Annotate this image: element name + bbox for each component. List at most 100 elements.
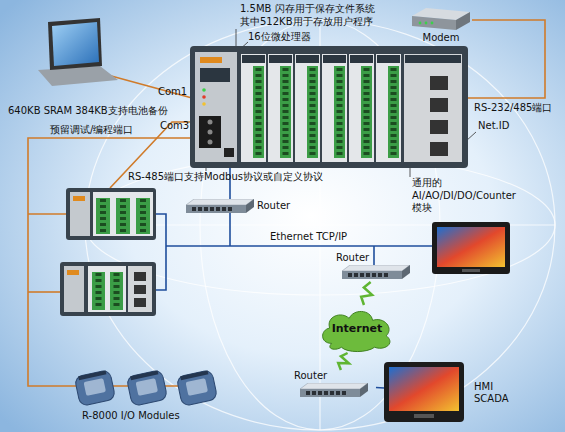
controller-rack (208, 140, 213, 145)
controller-rack (242, 55, 265, 63)
modem-icon (456, 12, 470, 30)
router-port (360, 273, 364, 277)
serial-wire (104, 74, 192, 98)
controller-rack (253, 66, 264, 158)
io-module (176, 370, 217, 407)
controller-rack (430, 120, 448, 134)
io-module (130, 370, 158, 380)
controller-rack (377, 55, 400, 63)
ethernet-wire (166, 245, 432, 247)
ethernet-wire (373, 246, 375, 266)
callout-text: 预留调试/编程端口 (50, 124, 133, 137)
router-icon (186, 199, 254, 214)
hmi-terminal: HMISCADA (384, 360, 554, 426)
controller-rack (202, 88, 206, 92)
router-port (192, 207, 196, 211)
controller-rack (199, 116, 221, 148)
router-port (216, 207, 220, 211)
node-label: Router (257, 200, 290, 212)
callout-text: R-8000 I/O Modules (82, 410, 180, 423)
hmi-screen (414, 414, 434, 418)
io-module (74, 370, 115, 407)
controller-rack (376, 54, 401, 162)
io-module (74, 370, 115, 407)
controller-rack (269, 55, 292, 63)
cloud-shape (323, 311, 390, 351)
touch-panel (437, 227, 505, 267)
node-label: Router (294, 370, 327, 382)
text-box: HMISCADA (474, 381, 509, 405)
controller-rack (361, 66, 372, 158)
serial-wire (28, 213, 66, 215)
controller-small (60, 262, 156, 316)
controller-small (96, 198, 110, 234)
router-port (222, 207, 226, 211)
serial-wire (468, 20, 545, 98)
router-port (348, 273, 352, 277)
controller-rack (350, 55, 373, 63)
laptop (48, 18, 102, 70)
controller-rack (190, 46, 468, 168)
router-port (204, 207, 208, 211)
router-icon (300, 383, 368, 389)
callout-text: RS-485端口支持Modbus协议或自定义协议 (128, 171, 323, 184)
node-label: SCADA (474, 393, 509, 405)
router-port (342, 391, 346, 395)
router-device: Router (336, 252, 414, 282)
controller-small (96, 273, 102, 309)
text-box: Router (257, 200, 290, 212)
router-port (384, 273, 388, 277)
router-port (228, 207, 232, 211)
controller-rack (200, 57, 222, 63)
controller-small (116, 198, 130, 234)
router-port (372, 273, 376, 277)
io-module (84, 378, 106, 396)
router-icon (186, 205, 246, 213)
io-module (126, 370, 167, 407)
controller-rack (405, 55, 461, 63)
io-module (180, 370, 208, 380)
hmi-screen (384, 362, 464, 424)
node-label: Internet (332, 322, 383, 335)
controller-small (120, 199, 126, 233)
controller-rack (190, 46, 468, 168)
network-link (376, 387, 384, 389)
callout-text: 1.5MB 闪存用于保存文件系统 (240, 3, 375, 16)
router-port (306, 391, 310, 395)
controller-rack (202, 102, 206, 106)
modem-light (431, 22, 434, 25)
network-link (361, 282, 372, 305)
callout-text: Com3 (160, 120, 189, 133)
io-module (74, 370, 217, 407)
router-device: Router (294, 370, 376, 400)
node-label: Modem (423, 32, 460, 44)
controller-rack (323, 55, 346, 63)
callout-text: 其中512KB用于存放用户程序 (240, 16, 373, 29)
callout-text: Ethernet TCP/IP (270, 231, 347, 244)
text-box: Modem (423, 32, 460, 44)
hmi-screen (384, 362, 464, 422)
router-icon (342, 265, 410, 271)
controller-rack (404, 54, 462, 162)
io-module (176, 370, 217, 407)
controller-rack (337, 68, 343, 156)
controller-small (140, 199, 146, 233)
router-icon (402, 265, 410, 279)
controller-rack (364, 68, 370, 156)
controller-small (67, 270, 79, 275)
controller-rack (430, 98, 448, 112)
controller-rack (307, 66, 318, 158)
router-port (336, 391, 340, 395)
controller-rack (280, 66, 291, 158)
modem-icon (412, 16, 456, 30)
controller-rack (195, 52, 237, 162)
router-port (324, 391, 328, 395)
router-port (318, 391, 322, 395)
callout-text: Net.ID (478, 120, 509, 133)
modem-icon (410, 6, 472, 32)
io-module (126, 370, 167, 407)
controller-rack (241, 54, 266, 162)
controller-rack (334, 66, 345, 158)
router-port (198, 207, 202, 211)
